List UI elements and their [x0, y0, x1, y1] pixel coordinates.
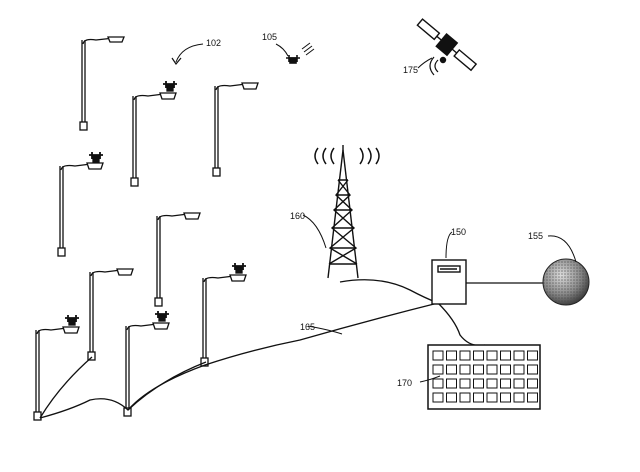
panel-cell	[432, 350, 444, 361]
panel-cell	[446, 350, 457, 361]
panel-cell	[446, 364, 457, 375]
panel-cell	[500, 392, 511, 403]
streetlight-4	[57, 152, 104, 257]
sensor-module-icon	[232, 263, 246, 274]
panel-cell	[459, 378, 471, 389]
label-globe: 155	[528, 231, 543, 241]
streetlight-6	[87, 268, 134, 361]
panel-cell	[527, 350, 538, 361]
sensor-module-icon	[163, 81, 177, 92]
panel-cell	[527, 392, 538, 403]
label-panel: 170	[397, 378, 412, 388]
panel-cells	[432, 350, 538, 403]
drone-icon	[286, 42, 315, 64]
panel-cell	[500, 378, 511, 389]
panel-cell	[473, 378, 484, 389]
streetlight-7	[200, 263, 247, 367]
panel-cell	[459, 364, 471, 375]
panel-cell	[513, 364, 525, 375]
cell-tower-icon	[314, 145, 380, 279]
panel-cell	[500, 350, 511, 361]
panel-cell	[527, 378, 538, 389]
panel-cell	[473, 350, 484, 361]
label-cable: 165	[300, 322, 315, 332]
panel-cell	[486, 392, 498, 403]
sensor-module-icon	[65, 315, 79, 326]
panel-cell	[486, 350, 498, 361]
panel-cell	[473, 364, 484, 375]
streetlight-2	[130, 81, 177, 187]
label-satellite: 175	[403, 65, 418, 75]
panel-cell	[486, 378, 498, 389]
streetlight-8	[123, 311, 170, 417]
panel-cell	[473, 392, 484, 403]
panel-cell	[446, 392, 457, 403]
panel-cell	[459, 350, 471, 361]
sensor-module-icon	[155, 311, 169, 322]
panel-cell	[459, 392, 471, 403]
globe-icon	[542, 258, 590, 306]
panel-cell	[432, 392, 444, 403]
streetlight-1	[79, 36, 125, 131]
satellite-icon	[416, 18, 478, 76]
streetlight-5	[154, 212, 201, 307]
label-tower: 160	[290, 211, 305, 221]
display-panel	[427, 344, 541, 410]
panel-cell	[513, 378, 525, 389]
controller-box	[431, 259, 467, 305]
streetlight-3	[212, 82, 259, 177]
streetlight-9	[33, 315, 80, 421]
panel-cell	[513, 392, 525, 403]
label-streetlights: 102	[206, 38, 221, 48]
panel-cell	[432, 378, 444, 389]
panel-cell	[486, 364, 498, 375]
label-drone: 105	[262, 32, 277, 42]
label-controller: 150	[451, 227, 466, 237]
panel-cell	[446, 378, 457, 389]
panel-cell	[500, 364, 511, 375]
sensor-module-icon	[89, 152, 103, 163]
panel-cell	[527, 364, 538, 375]
network-cables	[39, 279, 544, 419]
leader-lines	[171, 43, 577, 383]
panel-cell	[513, 350, 525, 361]
panel-cell	[432, 364, 444, 375]
